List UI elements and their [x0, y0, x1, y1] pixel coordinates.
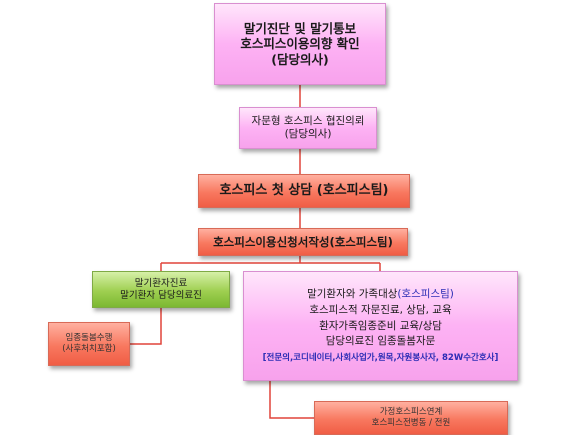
node-consultation-request: 자문형 호스피스 협진의뢰 (담당의사) [239, 107, 377, 149]
node-consultation-request-line2: (담당의사) [284, 128, 332, 140]
node-home-hospice-link-line1: 가정호스피스연계 [379, 407, 443, 418]
node-hospice-team-services-line4: 담당의료진 임종돌봄자문 [325, 335, 436, 348]
node-hospice-team-services-line1-main: 말기환자와 가족대상 [307, 288, 398, 301]
node-hospice-team-services-line1-highlight: (호스피스팀) [397, 288, 454, 301]
node-end-of-life-care-line1: 임종돌봄수행 [65, 333, 113, 344]
node-home-hospice-link: 가정호스피스연계 호스피스전병동 / 전원 [314, 401, 508, 435]
node-home-hospice-link-line2: 호스피스전병동 / 전원 [371, 418, 451, 428]
node-end-of-life-care-line2: (사후처치포함) [62, 344, 116, 354]
node-application-form-line1: 호스피스이용신청서작성(호스피스팀) [213, 234, 393, 249]
node-terminal-diagnosis-line2: 호스피스이용의향 확인 [240, 36, 360, 52]
node-first-hospice-consult: 호스피스 첫 상담 (호스피스팀) [198, 174, 410, 208]
edge-n7-n8 [269, 381, 314, 419]
node-hospice-team-services-line3: 환자가족임종준비 교육/상담 [319, 319, 442, 332]
node-first-hospice-consult-line1: 호스피스 첫 상담 (호스피스팀) [219, 182, 389, 198]
node-terminal-diagnosis: 말기진단 및 말기통보 호스피스이용의향 확인 (담당의사) [214, 3, 386, 85]
edge-n5-n6 [130, 308, 162, 345]
node-terminal-diagnosis-line1: 말기진단 및 말기통보 [243, 20, 357, 36]
node-application-form: 호스피스이용신청서작성(호스피스팀) [198, 228, 408, 256]
node-terminal-patient-care-line2: 말기환자 담당의료진 [120, 289, 202, 301]
node-hospice-team-services: 말기환자와 가족대상(호스피스팀) 호스피스적 자문진료, 상담, 교육 환자가… [243, 271, 518, 381]
node-hospice-team-services-members: [전문의,코디네이터,사회사업가,원목,자원봉사자, 82W수간호사] [262, 353, 499, 364]
node-hospice-team-services-line2: 호스피스적 자문진료, 상담, 교육 [309, 303, 452, 316]
node-end-of-life-care: 임종돌봄수행 (사후처치포함) [48, 322, 130, 366]
node-terminal-diagnosis-line3: (담당의사) [271, 51, 329, 67]
node-hospice-team-services-line1: 말기환자와 가족대상(호스피스팀) [307, 287, 454, 303]
node-consultation-request-line1: 자문형 호스피스 협진의뢰 [251, 114, 365, 127]
node-terminal-patient-care-line1: 말기환자진료 [134, 277, 188, 289]
node-terminal-patient-care: 말기환자진료 말기환자 담당의료진 [92, 271, 230, 308]
